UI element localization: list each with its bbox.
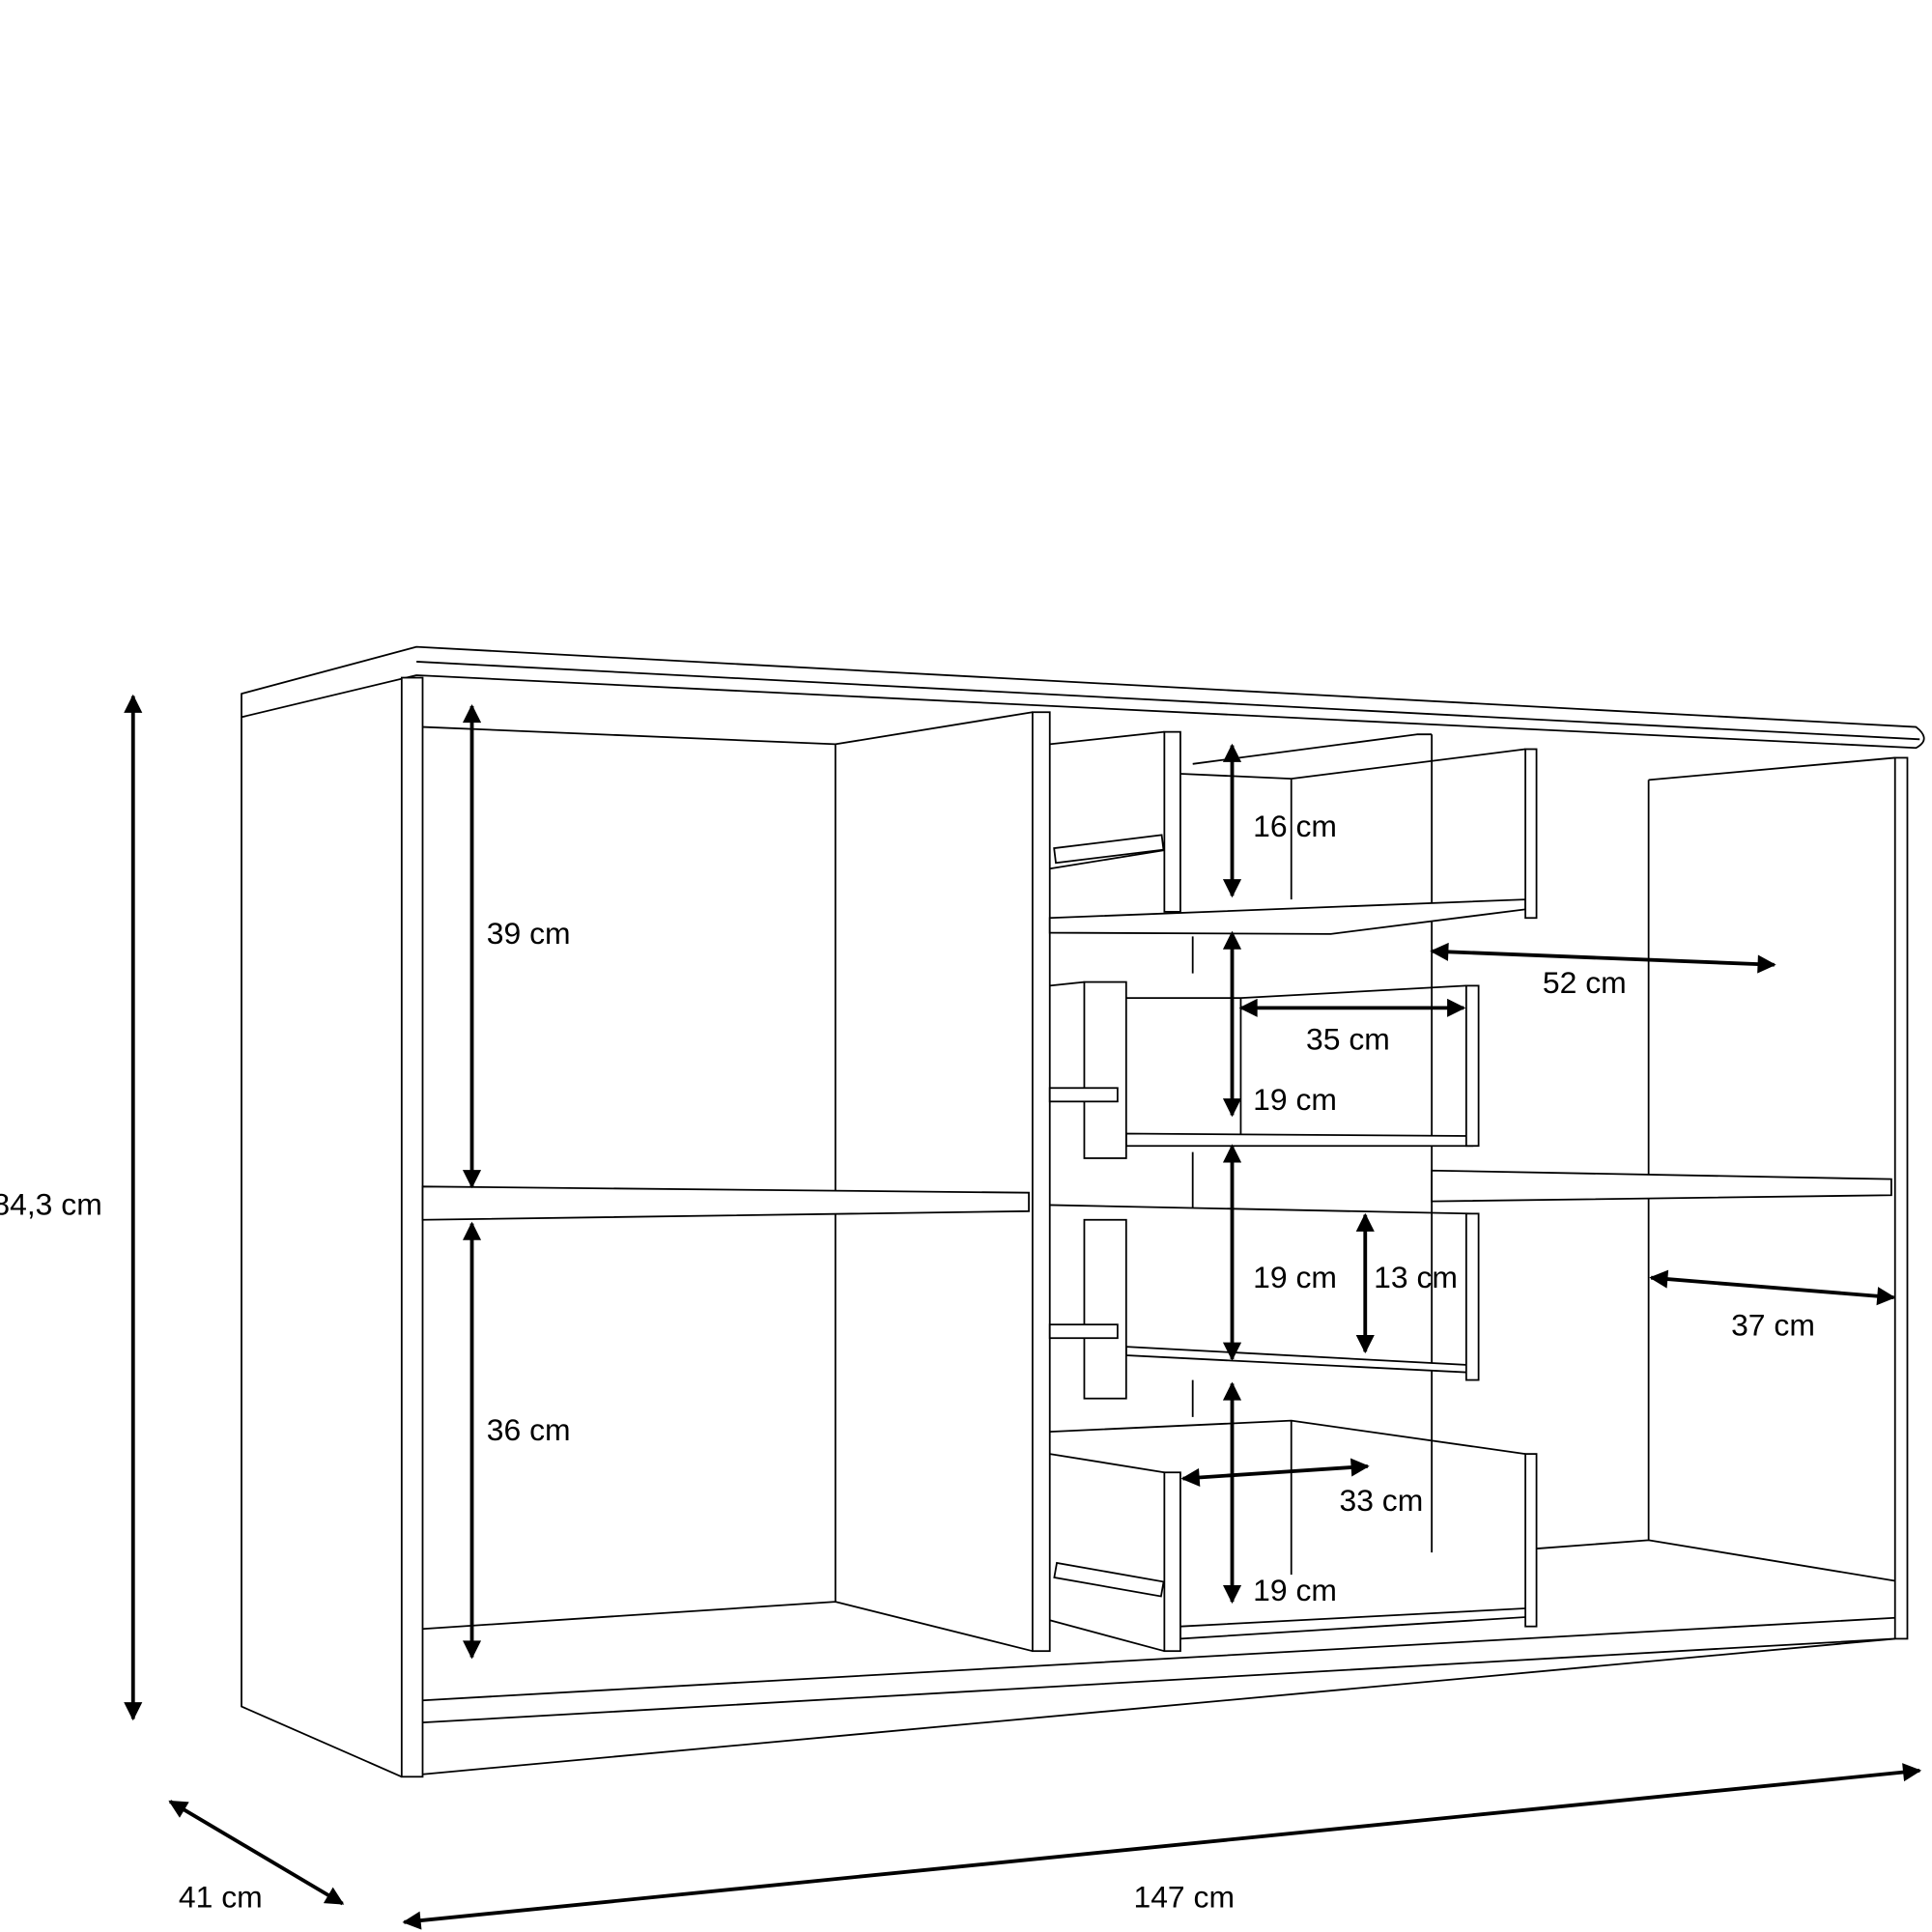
right-width-arrow xyxy=(1430,942,1776,974)
dimension-labels: 84,3 cm 41 cm 147 cm 39 cm 36 cm 16 cm 1… xyxy=(0,809,1815,1914)
depth-arrow xyxy=(168,1800,345,1906)
drawer-1[interactable] xyxy=(1048,730,1538,935)
right-shelf xyxy=(1431,1169,1892,1203)
height-label: 84,3 cm xyxy=(0,1187,102,1222)
drawer1-height-label: 16 cm xyxy=(1253,809,1337,843)
left-lower-label: 36 cm xyxy=(487,1412,571,1447)
left-front-post xyxy=(400,676,424,1778)
width-arrow xyxy=(402,1763,1922,1930)
top-board xyxy=(241,645,1925,750)
dimension-arrows xyxy=(124,694,1922,1930)
drawer3-inner-label: 13 cm xyxy=(1374,1260,1458,1294)
right-front-post xyxy=(1893,756,1909,1640)
left-side-panel xyxy=(241,717,403,1778)
drawer-runner xyxy=(1048,1087,1119,1103)
plinth xyxy=(422,1616,1895,1776)
drawer-runner xyxy=(1048,1323,1119,1340)
drawer4-depth-arrow xyxy=(1180,1458,1370,1488)
drawer4-depth-label: 33 cm xyxy=(1339,1483,1423,1518)
drawer-runner xyxy=(1053,1561,1165,1598)
depth-label: 41 cm xyxy=(179,1879,263,1914)
right-width-label: 52 cm xyxy=(1543,965,1627,1000)
cabinet-body xyxy=(241,645,1925,1778)
drawer2-width-label: 35 cm xyxy=(1306,1022,1390,1057)
middle-divider xyxy=(1031,711,1051,1653)
right-depth-arrow xyxy=(1649,1269,1896,1306)
drawer2-height-label: 19 cm xyxy=(1253,1082,1337,1117)
left-upper-label: 39 cm xyxy=(487,916,571,951)
right-compartment xyxy=(1431,734,1895,1582)
drawer-3[interactable] xyxy=(1048,1204,1480,1400)
drawer4-height-label: 19 cm xyxy=(1253,1573,1337,1607)
right-depth-label: 37 cm xyxy=(1731,1308,1815,1343)
left-compartment xyxy=(422,711,1034,1653)
drawer3-height-label: 19 cm xyxy=(1253,1260,1337,1294)
width-label: 147 cm xyxy=(1133,1879,1235,1914)
drawer-4[interactable] xyxy=(1049,1419,1538,1653)
drawer-runner xyxy=(1053,834,1165,865)
left-shelf xyxy=(421,1185,1030,1221)
